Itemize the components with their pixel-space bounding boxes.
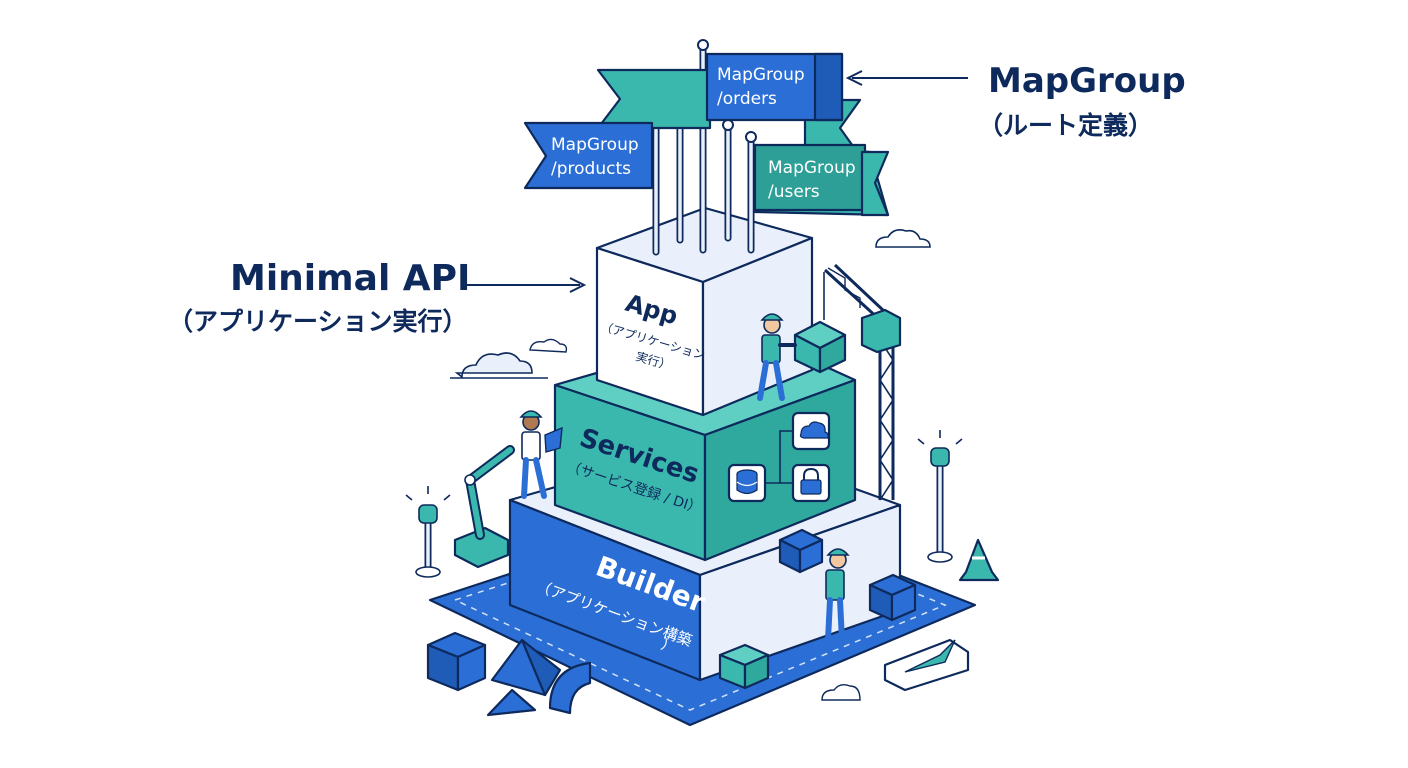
builder-subtitle-end: ） <box>659 635 679 657</box>
flag-users: MapGroup /users <box>753 143 890 217</box>
database-icon <box>727 463 767 503</box>
flag-products-line1: MapGroup <box>551 135 639 155</box>
robot-arm-icon <box>453 445 515 569</box>
minimal-api-title: Minimal API <box>230 258 470 299</box>
flag-orders: MapGroup /orders <box>705 52 844 122</box>
minimal-api-subtitle: （アプリケーション実行） <box>168 307 468 336</box>
lock-icon <box>791 463 831 503</box>
flag-orders-line2: /orders <box>717 89 777 109</box>
worker-icon <box>757 313 797 401</box>
lamp-icon <box>405 486 451 578</box>
crane-icon <box>823 263 902 501</box>
flag-orders-line1: MapGroup <box>717 65 805 85</box>
flag-users-line2: /users <box>768 182 820 202</box>
blocks-right <box>718 573 970 692</box>
mapgroup-subtitle: （ルート定義） <box>978 111 1153 140</box>
worker-icon-right <box>778 528 850 643</box>
cloud-icon <box>791 411 831 451</box>
blocks-left <box>426 631 592 717</box>
cloud-decoration <box>450 229 931 701</box>
arrow-mapgroup <box>845 70 968 86</box>
mapgroup-title: MapGroup <box>988 61 1186 101</box>
crate-hanging <box>793 320 847 374</box>
worker-icon-left <box>519 410 563 499</box>
arrow-minimal-api <box>466 277 587 293</box>
flag-users-line1: MapGroup <box>768 158 856 178</box>
flag-products-line2: /products <box>551 159 631 179</box>
flag-products: MapGroup /products <box>523 121 654 190</box>
traffic-cone-icon <box>958 538 1000 582</box>
lamp-icon-right <box>917 430 963 563</box>
